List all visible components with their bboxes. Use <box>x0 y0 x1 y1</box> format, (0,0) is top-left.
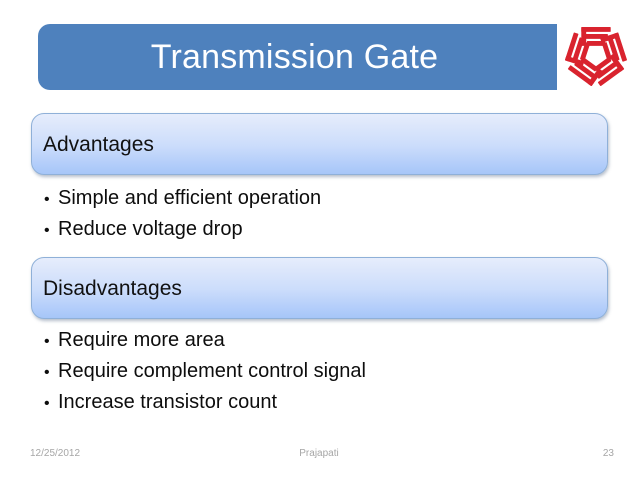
list-item-label: Require complement control signal <box>58 360 366 382</box>
list-item: • Simple and efficient operation <box>44 188 321 208</box>
bullet-list-disadvantages: • Require more area • Require complement… <box>44 330 366 423</box>
section-title-advantages: Advantages <box>43 132 154 156</box>
bullet-icon: • <box>44 364 50 381</box>
list-item-label: Increase transistor count <box>58 391 277 413</box>
list-item: • Increase transistor count <box>44 392 366 412</box>
slide-footer: 12/25/2012 Prajapati 23 <box>0 446 638 462</box>
list-item-label: Reduce voltage drop <box>58 218 243 240</box>
list-item-label: Simple and efficient operation <box>58 187 322 209</box>
section-header-disadvantages: Disadvantages <box>31 257 608 319</box>
slide-title-bar: Transmission Gate <box>38 24 557 90</box>
footer-author: Prajapati <box>299 448 339 459</box>
page-title: Transmission Gate <box>150 38 439 76</box>
list-item: • Reduce voltage drop <box>44 219 321 239</box>
bullet-icon: • <box>44 333 50 350</box>
bullet-icon: • <box>44 222 50 239</box>
pentagon-star-logo <box>561 20 631 90</box>
footer-page-number: 23 <box>602 448 614 459</box>
bullet-icon: • <box>44 191 50 208</box>
bullet-list-advantages: • Simple and efficient operation • Reduc… <box>44 188 321 250</box>
section-title-disadvantages: Disadvantages <box>43 276 182 300</box>
list-item-label: Require more area <box>58 329 225 351</box>
footer-date: 12/25/2012 <box>30 448 81 459</box>
bullet-icon: • <box>44 395 50 412</box>
list-item: • Require more area <box>44 330 366 350</box>
list-item: • Require complement control signal <box>44 361 366 381</box>
section-header-advantages: Advantages <box>31 113 608 175</box>
